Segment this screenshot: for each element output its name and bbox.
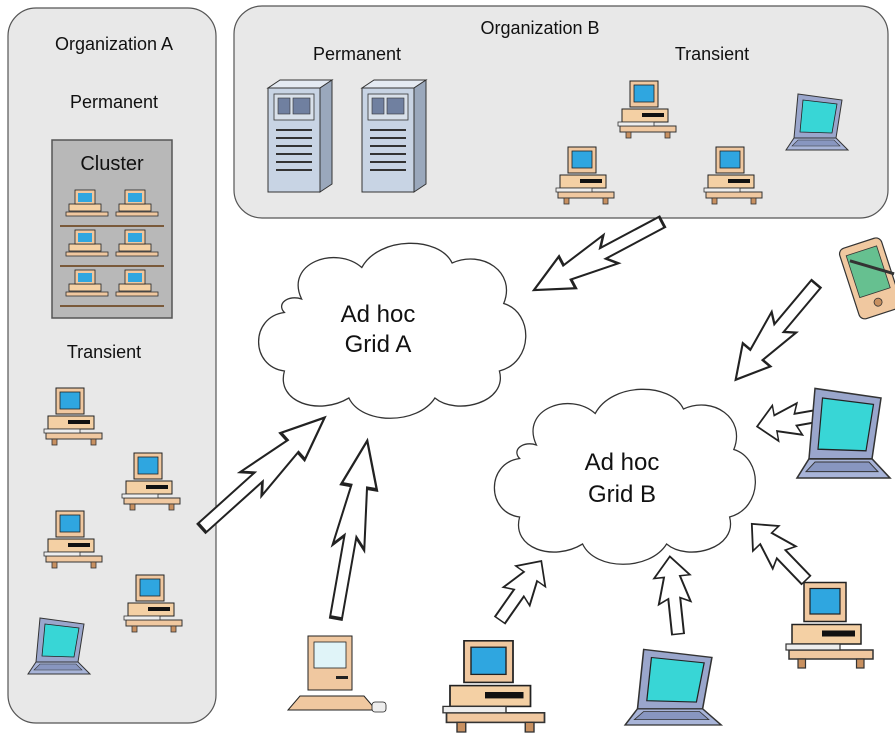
cluster-shelf [60, 225, 164, 307]
arrow-pda-to-grid-b [720, 271, 831, 393]
arrow-laptop-bottom-to-grid-b [650, 553, 697, 637]
desktop-pc-icon [785, 581, 874, 669]
grid-b-line2: Grid B [588, 481, 656, 508]
arrow-pc-to-grid-b [737, 510, 820, 594]
org-b-transient-label: Transient [675, 44, 749, 64]
mac-computer-icon [286, 635, 387, 713]
org-a-title: Organization A [55, 34, 173, 54]
org-a-permanent-label: Permanent [70, 92, 158, 112]
server-tower-icon [361, 79, 427, 193]
laptop-icon [624, 648, 722, 726]
pda-icon [838, 237, 895, 320]
arrow-mac-to-grid-a [316, 435, 387, 623]
arrow-org-b-to-grid-a [524, 204, 672, 308]
org-b-permanent-label: Permanent [313, 44, 401, 64]
desktop-pc-icon [442, 639, 546, 733]
org-b-title: Organization B [480, 18, 599, 38]
cluster-label: Cluster [80, 153, 144, 175]
laptop-icon [796, 387, 891, 479]
org-a-panel [7, 7, 217, 724]
grid-a-line2: Grid A [345, 331, 412, 358]
grid-a-line1: Ad hoc [341, 301, 416, 328]
grid-b-cloud [493, 388, 757, 565]
arrow-pc-bottom-to-grid-b [484, 549, 557, 632]
org-a-transient-label: Transient [67, 342, 141, 362]
grid-b-line1: Ad hoc [585, 449, 660, 476]
server-tower-icon [267, 79, 333, 193]
